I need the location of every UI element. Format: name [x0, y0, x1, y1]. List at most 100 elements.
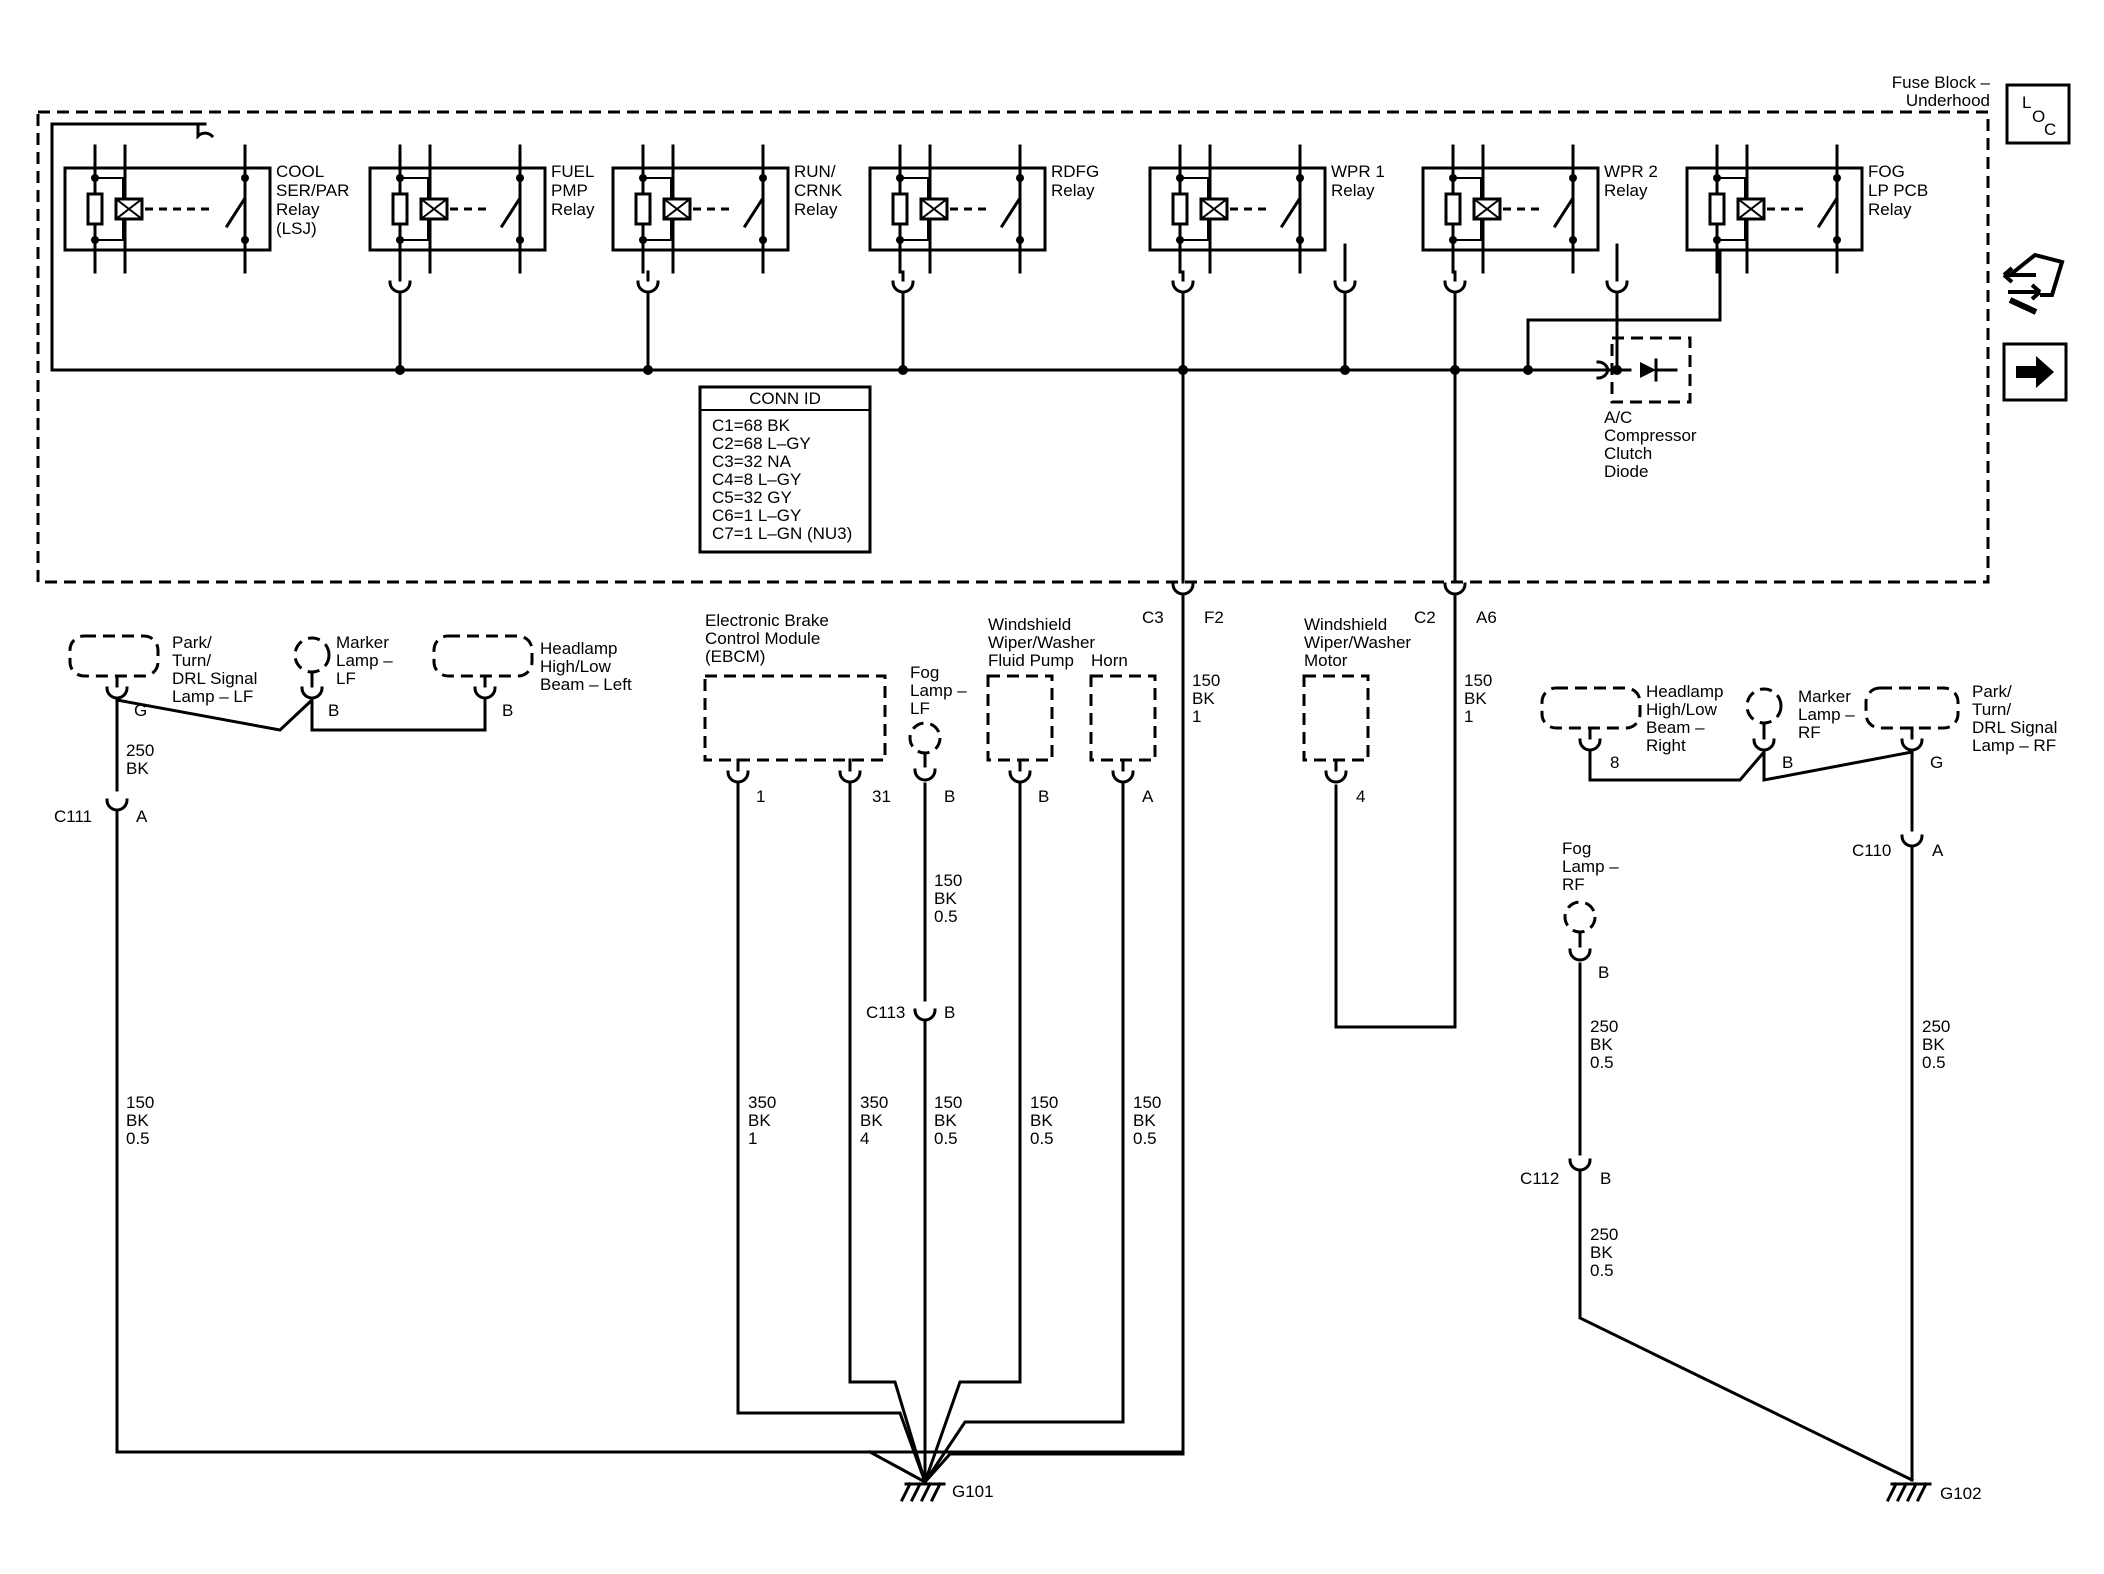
fog-lamp-lf[interactable] [908, 721, 942, 782]
fog-lamp-rf-label: RF [1562, 875, 1585, 894]
conn-id-row: C5=32 GY [712, 488, 792, 507]
wire-labels: 150BK1150BK1250BK150BK0.5150BK0.5350BK13… [126, 671, 1950, 1280]
wire-pump [923, 782, 1022, 1484]
ground-g101-label: G101 [952, 1482, 994, 1501]
park-lamp-lf-pin: G [134, 701, 147, 720]
fog-lamp-lf-label: Fog [910, 663, 939, 682]
wire-ebcm-31 [848, 782, 927, 1484]
wire-label: 0.5 [1590, 1053, 1614, 1072]
relay-run-label: RUN/ [794, 162, 836, 181]
relay-fog-label: FOG [1868, 162, 1905, 181]
washer-fluid-pump[interactable] [986, 674, 1054, 784]
fuse-block-title-line1: Fuse Block – [1892, 73, 1991, 92]
wire-label: 150 [934, 1093, 962, 1112]
wire-label: 0.5 [1922, 1053, 1946, 1072]
relay-fog-label: Relay [1868, 200, 1912, 219]
wire-label: BK [126, 759, 149, 778]
headlamp-rf-label: Beam – [1646, 718, 1705, 737]
loc-icon[interactable]: L O C [2005, 83, 2071, 145]
fog-lamp-rf-pin: B [1598, 963, 1609, 982]
svg-text:O: O [2032, 107, 2045, 126]
wire-label: BK [1133, 1111, 1156, 1130]
connector-f2-label: F2 [1204, 608, 1224, 627]
connector-c112-label: C112 [1520, 1169, 1559, 1188]
relay-rdfg-label: Relay [1051, 181, 1095, 200]
marker-lamp-lf-label: Marker [336, 633, 389, 652]
park-lamp-rf[interactable] [1864, 686, 1960, 752]
wire-label: BK [934, 1111, 957, 1130]
park-lamp-rf-label: Park/ [1972, 682, 2012, 701]
relay-group: COOLSER/PARRelay(LSJ)FUELPMPRelayRUN/CRN… [63, 122, 1928, 375]
wire-label: 0.5 [1590, 1261, 1614, 1280]
ebcm-module[interactable] [703, 674, 887, 784]
connector-c3-f2 [1171, 582, 1195, 1456]
connector-c110 [1900, 834, 1924, 1482]
ground-g101 [899, 1481, 946, 1503]
headlamp-rf[interactable] [1540, 686, 1642, 752]
wire-label: 0.5 [1133, 1129, 1157, 1148]
fuse-block-title-line2: Underhood [1906, 91, 1990, 110]
wire-label: 0.5 [934, 907, 958, 926]
relay-fog-label: LP PCB [1868, 181, 1928, 200]
wire-label: BK [1464, 689, 1487, 708]
relay-fuel-label: FUEL [551, 162, 594, 181]
relay-wpr1-label: WPR 1 [1331, 162, 1385, 181]
washer-pump-label: Fluid Pump [988, 651, 1074, 670]
wire-label: 350 [860, 1093, 888, 1112]
bus-junction [1523, 365, 1533, 375]
headlamp-rf-label: High/Low [1646, 700, 1718, 719]
wire-label: 150 [1464, 671, 1492, 690]
ebcm-label: Control Module [705, 629, 820, 648]
wire-label: 4 [860, 1129, 869, 1148]
wire-label: BK [860, 1111, 883, 1130]
wire-c111-to-g101 [867, 1449, 1185, 1485]
diode-label-3: Clutch [1604, 444, 1652, 463]
horn[interactable] [1089, 674, 1157, 784]
connector-end-view-icon[interactable] [2002, 252, 2065, 315]
headlamp-lf[interactable] [432, 634, 534, 700]
marker-lamp-rf-pin: B [1782, 753, 1793, 772]
marker-lamp-lf[interactable] [293, 636, 331, 700]
wire-label: BK [1192, 689, 1215, 708]
fog-lamp-rf[interactable] [1563, 900, 1597, 962]
park-lamp-lf[interactable] [68, 634, 160, 700]
marker-lamp-rf[interactable] [1745, 687, 1783, 752]
wire-label: BK [1922, 1035, 1945, 1054]
next-page-arrow-icon[interactable] [2002, 342, 2068, 402]
park-lamp-rf-label: Lamp – RF [1972, 736, 2056, 755]
park-lamp-lf-label: Turn/ [172, 651, 211, 670]
relay-wpr2-label: Relay [1604, 181, 1648, 200]
connector-c2-a6 [1334, 582, 1467, 1029]
headlamp-rf-pin: 8 [1610, 753, 1619, 772]
headlamp-lf-pin: B [502, 701, 513, 720]
wiper-washer-motor[interactable] [1302, 674, 1370, 784]
connector-a6-label: A6 [1476, 608, 1497, 627]
wiper-motor-label: Windshield [1304, 615, 1387, 634]
ground-g102-label: G102 [1940, 1484, 1982, 1503]
diode-label-1: A/C [1604, 408, 1632, 427]
wire-label: 0.5 [934, 1129, 958, 1148]
conn-id-row: C1=68 BK [712, 416, 791, 435]
marker-lamp-rf-label: Marker [1798, 687, 1851, 706]
connector-c112 [1568, 962, 1915, 1483]
wiper-motor-label: Motor [1304, 651, 1348, 670]
relay-rdfg-label: RDFG [1051, 162, 1099, 181]
washer-pump-pin: B [1038, 787, 1049, 806]
relay-wpr1-label: Relay [1331, 181, 1375, 200]
park-lamp-rf-label: Turn/ [1972, 700, 2011, 719]
relay-fuel-label: Relay [551, 200, 595, 219]
fuse-block-bus [50, 122, 1612, 372]
wire-label: 0.5 [1030, 1129, 1054, 1148]
park-lamp-lf-label: Park/ [172, 633, 212, 652]
park-lamp-lf-label: Lamp – LF [172, 687, 253, 706]
wire-label: 1 [748, 1129, 757, 1148]
